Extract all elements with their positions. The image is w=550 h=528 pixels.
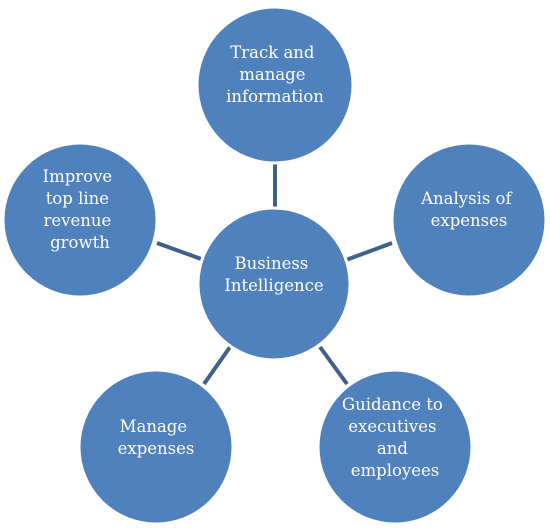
node-manage-expenses: Manage expenses — [77, 368, 235, 526]
node-improve-top-line-revenue-growth: Improve top line revenue growth — [1, 141, 159, 299]
node-label-line: Track and — [230, 43, 315, 62]
node-label-line: information — [226, 87, 324, 106]
node-label-line: and — [377, 439, 408, 458]
node-guidance-to-executives-and-employees: Guidance to executives and employees — [316, 368, 474, 526]
node-label-line: manage — [239, 65, 305, 84]
connector-analysis — [345, 241, 393, 262]
node-label-line: top line — [46, 189, 109, 208]
node-label-line: executives — [348, 417, 436, 436]
node-center-business-intelligence: Business Intelligence — [196, 206, 352, 362]
node-label-line: Improve — [43, 167, 113, 186]
node-label-line: expenses — [431, 211, 508, 230]
node-label-line: Intelligence — [224, 276, 323, 295]
node-circle — [1, 141, 159, 299]
node-track-and-manage-information: Track and manage information — [195, 5, 355, 165]
node-label: Business Intelligence — [224, 254, 323, 295]
node-label: Manage expenses — [118, 417, 195, 458]
node-label-line: revenue — [43, 211, 111, 230]
connector-improve — [156, 241, 205, 262]
node-label-line: Manage — [120, 417, 188, 436]
node-circle — [196, 206, 352, 362]
node-label-line: growth — [50, 233, 110, 252]
node-label: Analysis of expenses — [420, 189, 517, 230]
node-label: Improve top line revenue growth — [43, 167, 118, 252]
node-circle — [77, 368, 235, 526]
connector-manage — [202, 345, 232, 386]
node-label-line: expenses — [118, 439, 195, 458]
node-label-line: Analysis of — [420, 189, 513, 208]
node-circle — [390, 141, 548, 299]
node-label-line: employees — [351, 461, 440, 480]
node-analysis-of-expenses: Analysis of expenses — [390, 141, 548, 299]
connector-guidance — [318, 345, 349, 386]
node-label: Track and manage information — [226, 43, 324, 106]
node-circle — [316, 368, 474, 526]
node-label-line: Business — [234, 254, 308, 273]
node-label: Guidance to executives and employees — [342, 395, 448, 480]
node-label-line: Guidance to — [342, 395, 443, 414]
node-circle — [195, 5, 355, 165]
